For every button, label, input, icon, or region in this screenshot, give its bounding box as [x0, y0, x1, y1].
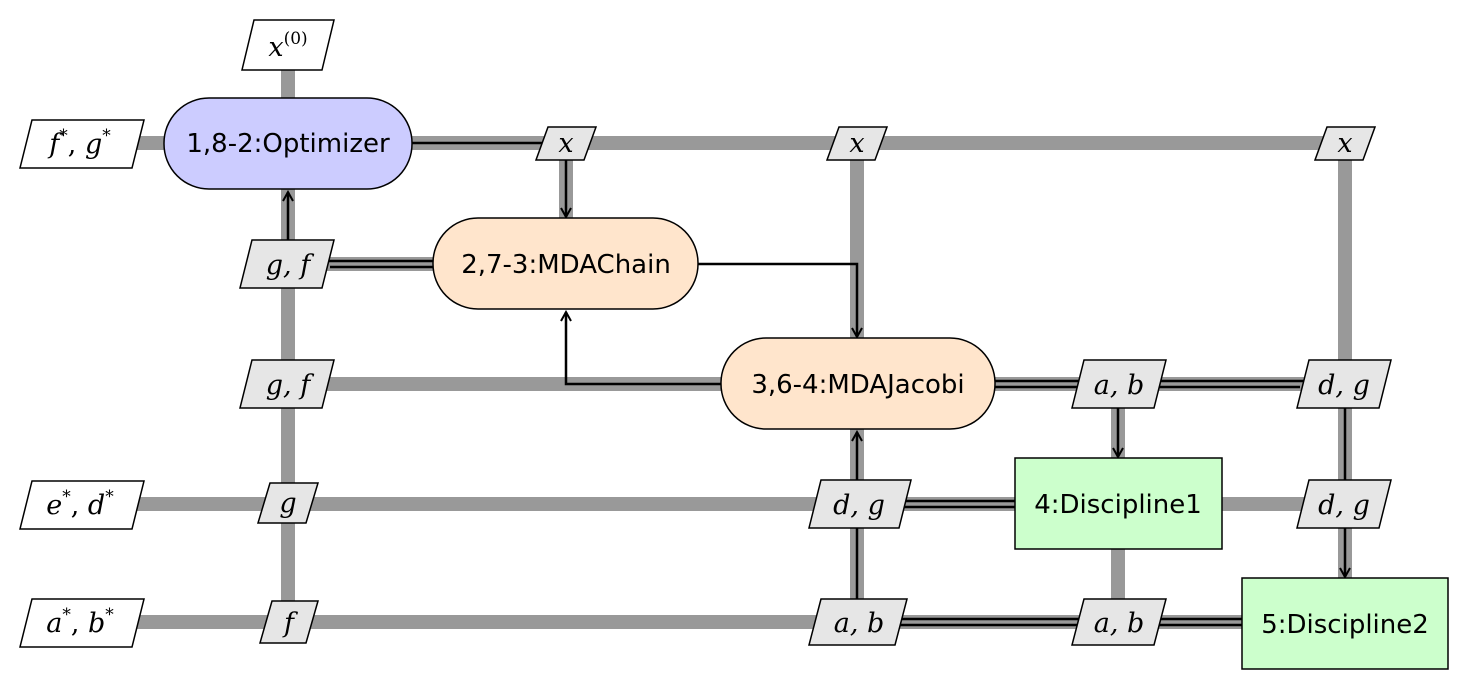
data-block-dg-jacobi-out: d, g	[1296, 359, 1392, 409]
external-input-x0: x(0)	[241, 19, 335, 71]
node-optimizer: 1,8-2:Optimizer	[163, 97, 413, 190]
node-mda-chain: 2,7-3:MDAChain	[432, 217, 699, 310]
data-block-x-jacobi: x	[825, 126, 889, 161]
flow-chain-to-jacobi	[698, 262, 857, 337]
svg-text:g, f: g, f	[266, 370, 314, 401]
x0-base: x	[268, 32, 283, 63]
node-discipline1-label: 4:Discipline1	[1034, 490, 1202, 520]
svg-text:a, b: a, b	[1094, 370, 1145, 401]
data-block-ab-jacobi-out: a, b	[1071, 359, 1167, 409]
data-block-g-discipline1: g	[256, 482, 320, 524]
svg-text:x: x	[558, 128, 573, 159]
data-block-dg-discipline1-to-jacobi: d, g	[808, 479, 912, 529]
external-output-optimizer: f*, g*	[19, 119, 145, 169]
node-discipline2-label: 5:Discipline2	[1261, 610, 1429, 640]
svg-text:f*, g*: f*, g*	[47, 126, 111, 160]
svg-text:d, g: d, g	[833, 490, 885, 521]
node-discipline2: 5:Discipline2	[1241, 577, 1449, 670]
data-block-x-chain: x	[534, 126, 598, 161]
svg-text:d, g: d, g	[1318, 490, 1370, 521]
svg-text:d, g: d, g	[1318, 370, 1370, 401]
external-output-discipline2: a*, b*	[19, 598, 145, 648]
svg-text:a*, b*: a*, b*	[46, 605, 114, 639]
node-optimizer-label: 1,8-2:Optimizer	[186, 129, 390, 159]
data-block-gf-jacobi: g, f	[239, 359, 335, 409]
node-mda-jacobi: 3,6-4:MDAJacobi	[720, 337, 996, 430]
svg-text:a, b: a, b	[1094, 608, 1145, 639]
data-block-f-discipline2: f	[259, 600, 319, 644]
node-mda-chain-label: 2,7-3:MDAChain	[461, 250, 671, 280]
data-block-ab-discipline2-to-discipline1: a, b	[1071, 598, 1167, 646]
svg-text:a, b: a, b	[834, 608, 885, 639]
data-block-ab-discipline2-to-jacobi: a, b	[808, 598, 908, 646]
svg-text:x: x	[1337, 128, 1352, 159]
external-output-discipline1: e*, d*	[19, 480, 145, 530]
flow-jacobi-to-chain	[566, 312, 721, 386]
svg-text:g: g	[279, 488, 296, 519]
x0-sup: (0)	[284, 29, 308, 49]
node-mda-jacobi-label: 3,6-4:MDAJacobi	[751, 370, 964, 400]
data-block-gf-chain: g, f	[239, 239, 335, 289]
data-block-x-discipline2: x	[1313, 126, 1377, 161]
svg-text:x(0): x(0)	[268, 29, 307, 63]
svg-text:x: x	[849, 128, 864, 159]
svg-text:e*, d*: e*, d*	[46, 487, 114, 521]
svg-text:g, f: g, f	[266, 250, 314, 281]
data-block-dg-discipline1-to-discipline2: d, g	[1296, 479, 1392, 529]
node-discipline1: 4:Discipline1	[1014, 457, 1223, 550]
